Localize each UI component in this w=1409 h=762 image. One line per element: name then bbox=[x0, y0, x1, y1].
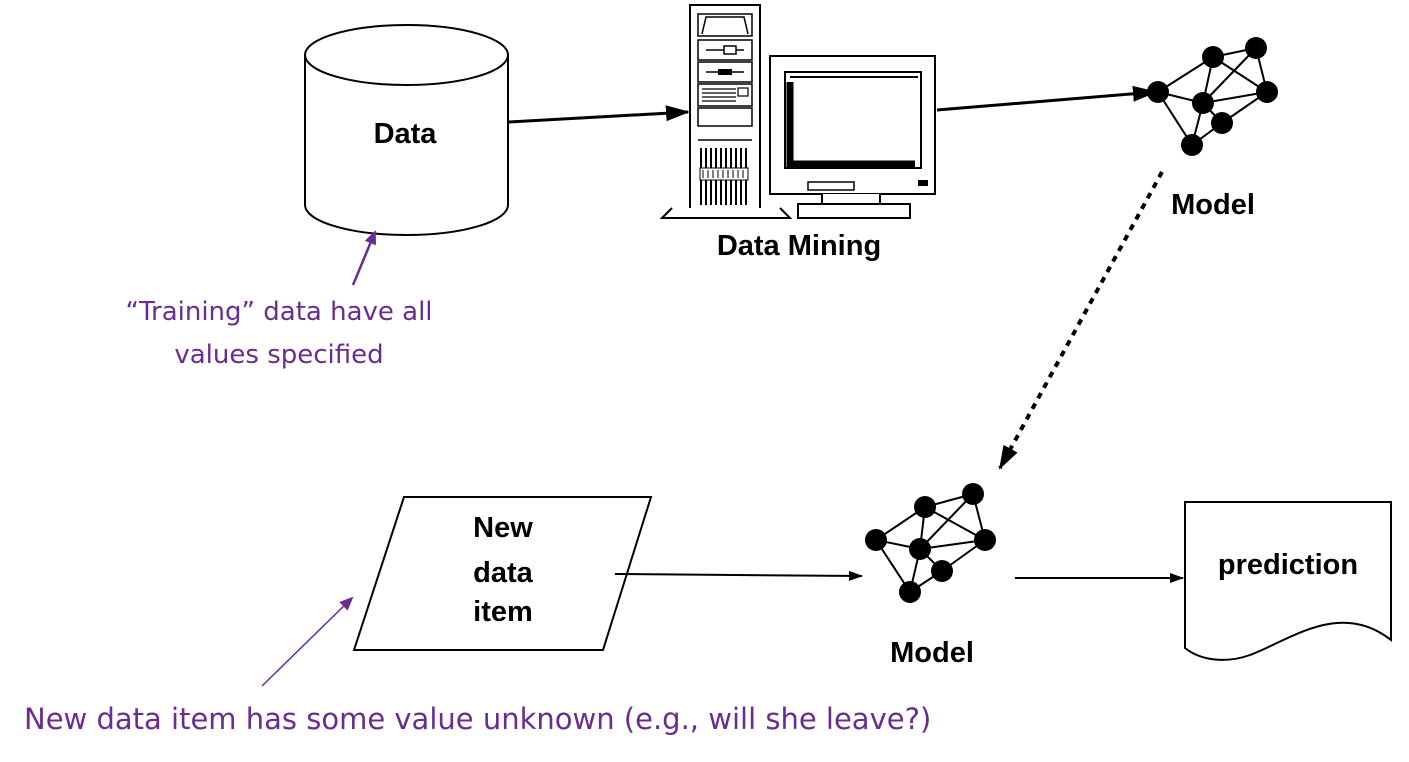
training-annotation-arrow bbox=[351, 230, 377, 286]
training-annotation-line-2: values specified bbox=[174, 340, 383, 370]
prediction-node: prediction bbox=[1184, 501, 1392, 661]
edge-mining-to-model bbox=[936, 85, 1157, 112]
database-cylinder-icon bbox=[304, 24, 509, 236]
data-store-label: Data bbox=[374, 118, 438, 150]
edges bbox=[508, 85, 1184, 583]
model-top-node: Model bbox=[1147, 37, 1278, 221]
network-graph-icon bbox=[865, 483, 996, 603]
input-parallelogram-icon bbox=[352, 496, 653, 651]
model-bottom-node: Model bbox=[865, 483, 996, 669]
data-mining-node: Data Mining bbox=[659, 4, 936, 262]
edge-item-to-model bbox=[614, 570, 863, 581]
data-mining-label: Data Mining bbox=[717, 230, 881, 262]
document-icon bbox=[1184, 501, 1392, 661]
new-item-label-line-2: data bbox=[473, 557, 534, 589]
new-item-annotation-arrow bbox=[261, 596, 354, 687]
new-item-annotation-text: New data item has some value unknown (e.… bbox=[24, 702, 931, 736]
new-item-label-line-3: item bbox=[473, 596, 533, 628]
prediction-label: prediction bbox=[1218, 549, 1358, 581]
training-annotation-line-1: “Training” data have all bbox=[125, 297, 432, 327]
new-item-annotation: New data item has some value unknown (e.… bbox=[24, 596, 931, 736]
edge-model-to-model-dotted bbox=[998, 171, 1164, 470]
edge-data-to-mining bbox=[508, 105, 690, 124]
data-store-node: Data bbox=[304, 24, 509, 236]
new-item-node: New data item bbox=[352, 496, 653, 651]
model-bottom-label: Model bbox=[890, 637, 974, 669]
model-top-label: Model bbox=[1171, 189, 1255, 221]
training-annotation: “Training” data have all values specifie… bbox=[125, 230, 433, 370]
new-item-label-line-1: New bbox=[473, 512, 533, 544]
network-graph-icon bbox=[1147, 37, 1278, 156]
computer-workstation-icon bbox=[659, 4, 936, 219]
